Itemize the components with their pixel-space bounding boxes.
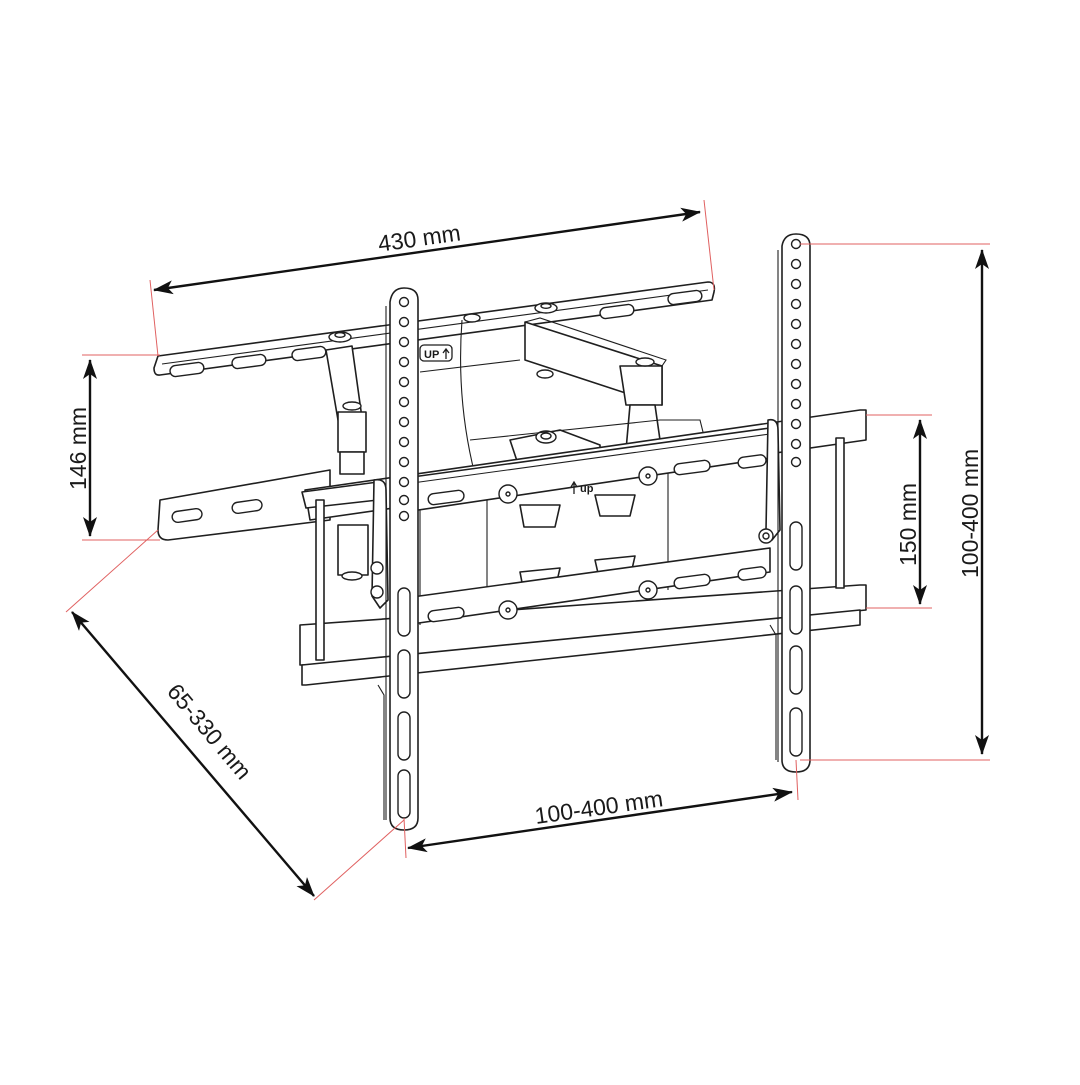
svg-text:430 mm: 430 mm xyxy=(376,219,462,256)
dimension-430mm: 430 mm xyxy=(153,207,701,295)
right-bracket-holes xyxy=(789,238,803,757)
left-bracket-holes xyxy=(397,296,411,819)
extension-lines xyxy=(65,199,990,901)
wall-plate-up-marking: UP xyxy=(419,344,453,362)
dimension-65-330mm: 65-330 mm xyxy=(71,611,315,897)
svg-text:100-400 mm: 100-400 mm xyxy=(533,785,664,829)
right-vertical-tv-bracket xyxy=(769,233,811,773)
wall-plate-bolts xyxy=(328,302,558,343)
svg-text:100-400 mm: 100-400 mm xyxy=(957,449,983,578)
svg-text:65-330 mm: 65-330 mm xyxy=(162,679,257,785)
svg-text:up: up xyxy=(580,483,594,495)
tv-plate xyxy=(299,409,867,686)
tv-plate-up-marking: up xyxy=(570,480,594,495)
svg-text:UP: UP xyxy=(424,349,439,361)
dimension-100-400mm-vertical: 100-400 mm xyxy=(957,249,989,755)
wall-plate xyxy=(153,281,716,541)
svg-text:150 mm: 150 mm xyxy=(895,483,921,566)
svg-text:146 mm: 146 mm xyxy=(65,407,91,490)
dimension-150mm: 150 mm xyxy=(895,419,927,605)
dimension-146mm: 146 mm xyxy=(65,359,97,537)
left-vertical-tv-bracket xyxy=(377,287,419,831)
dimension-100-400mm-horizontal: 100-400 mm xyxy=(407,785,793,853)
